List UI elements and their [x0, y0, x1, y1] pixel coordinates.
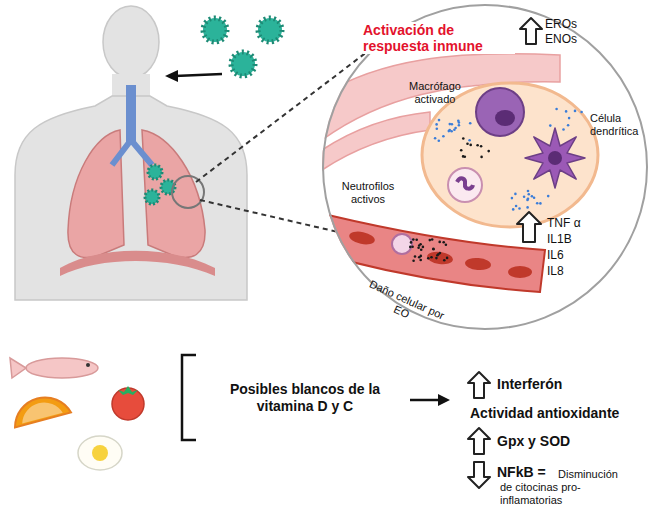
- cytokine-dot: [430, 256, 433, 259]
- cytokine-dot: [462, 137, 465, 140]
- cytokine-dot: [469, 144, 472, 147]
- cytokine-dot: [536, 202, 539, 205]
- cytokine-dot: [539, 202, 542, 205]
- cytokine-dot: [435, 257, 438, 260]
- cytokine-dot: [480, 156, 483, 159]
- cytokine-dot: [527, 197, 530, 200]
- cytokine-dot: [567, 124, 570, 127]
- cytokine-dot: [448, 130, 451, 133]
- cell-label: Macrófago activado: [398, 80, 472, 106]
- cell-label: Neutrofilos activos: [331, 180, 405, 206]
- bracket: [182, 355, 196, 440]
- cytokine-dot: [432, 247, 435, 250]
- effect-label: NFkB =: [497, 464, 546, 481]
- cytokine-dot: [436, 254, 439, 257]
- cell-label: Célula dendrítica: [590, 112, 650, 138]
- cytokine-dot: [514, 193, 517, 196]
- cytokine-dot: [443, 259, 446, 262]
- cytokine-dot: [438, 241, 441, 244]
- cytokine-label: IL1B: [547, 232, 572, 246]
- cytokine-dot: [409, 246, 412, 249]
- cytokine-dot: [555, 108, 558, 111]
- cytokine-dot: [466, 142, 469, 145]
- cytokine-dot: [562, 128, 565, 131]
- alveolus-scene: [322, 54, 598, 292]
- cytokine-dot: [448, 129, 451, 132]
- cytokine-dot: [531, 195, 534, 198]
- cytokine-dot: [429, 239, 432, 242]
- cytokine-dot: [580, 111, 583, 114]
- panel-heading: Activación de respuesta inmune: [363, 22, 515, 54]
- cytokine-dot: [442, 241, 445, 244]
- cytokine-dot: [436, 128, 439, 131]
- cytokine-dot: [476, 144, 479, 147]
- cytokine-dot: [453, 128, 456, 131]
- cytokine-dot: [568, 117, 571, 120]
- cytokine-dot: [547, 195, 550, 198]
- cytokine-dot: [438, 139, 441, 142]
- cytokine-dot: [445, 244, 448, 247]
- cytokine-dot: [458, 121, 461, 124]
- cytokine-dot: [412, 260, 415, 263]
- cytokine-dot: [442, 135, 445, 138]
- cytokine-dot: [446, 257, 449, 260]
- cytokine-label: IL8: [547, 264, 564, 278]
- cytokine-dot: [418, 256, 421, 259]
- cytokine-dot: [435, 123, 438, 126]
- infection-arrow: [165, 70, 222, 82]
- cytokine-dot: [434, 137, 437, 140]
- cytokine-dot: [464, 156, 467, 159]
- cytokine-dot: [460, 149, 463, 152]
- food-icons: [9, 358, 144, 470]
- cytokine-label: TNF α: [547, 216, 581, 230]
- damage-label: Daño celular por EO: [360, 277, 447, 335]
- effect-label: Gpx y SOD: [497, 433, 570, 450]
- cytokine-dot: [410, 241, 413, 244]
- cytokine-label: IL6: [547, 248, 564, 262]
- species-label: EROs: [545, 17, 577, 31]
- cytokine-dot: [458, 124, 461, 127]
- cytokine-dot: [469, 122, 472, 125]
- cytokine-dot: [449, 123, 452, 126]
- human-figure: [15, 6, 247, 300]
- cytokine-dot: [523, 195, 526, 198]
- cytokine-dot: [437, 253, 440, 256]
- dendritic-cell: [525, 128, 585, 188]
- cytokine-dot: [432, 248, 435, 251]
- cytokine-dot: [518, 207, 521, 210]
- effect-note: Disminución de citocinas pro-inflamatori…: [500, 468, 625, 508]
- cytokine-dot: [438, 119, 441, 122]
- cytokine-dot: [527, 190, 530, 193]
- cytokine-dot: [412, 238, 415, 241]
- cytokine-dot: [565, 110, 568, 113]
- species-label: ENOs: [545, 32, 577, 46]
- cytokine-dot: [417, 246, 420, 249]
- cytokine-dot: [468, 139, 471, 142]
- cytokine-dot: [526, 206, 529, 209]
- cytokine-dot: [512, 208, 515, 211]
- cytokine-dot: [415, 239, 418, 242]
- cytokine-dot: [431, 238, 434, 241]
- target-label: Posibles blancos de la vitamina D y C: [205, 381, 405, 415]
- cytokine-dot: [480, 145, 483, 148]
- effect-label: Interferón: [497, 376, 562, 393]
- cytokine-dot: [411, 246, 414, 249]
- cytokine-dot: [420, 248, 423, 251]
- cytokine-dot: [528, 193, 531, 196]
- cytokine-dot: [574, 110, 577, 113]
- cytokine-dot: [487, 150, 490, 153]
- cytokine-dot: [533, 197, 536, 200]
- cytokine-dot: [414, 255, 417, 258]
- cytokine-dot: [427, 257, 430, 260]
- effect-label: Actividad antioxidante: [470, 405, 619, 422]
- cytokine-dot: [419, 259, 422, 262]
- cytokine-dot: [418, 244, 421, 247]
- virus-particles: [203, 18, 282, 76]
- cell-nucleus: [548, 151, 562, 165]
- cytokine-dot: [511, 197, 514, 200]
- cytokine-dot: [549, 124, 552, 127]
- cytokine-dot: [515, 205, 518, 208]
- result-arrow: [410, 394, 450, 406]
- cytokine-dot: [422, 246, 425, 249]
